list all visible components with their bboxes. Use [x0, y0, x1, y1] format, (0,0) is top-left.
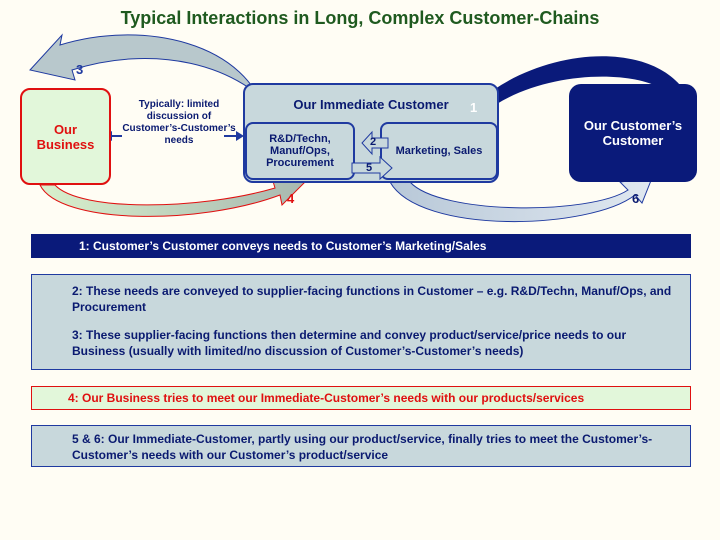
customers-customer-label: Our Customer’s Customer: [583, 118, 683, 148]
step-4-bar: 4: Our Business tries to meet our Immedi…: [31, 386, 691, 410]
step-3-text: 3: These supplier-facing functions then …: [72, 328, 627, 358]
arrow-1: [452, 56, 680, 130]
step-number-6: 6: [632, 191, 640, 206]
step-number-3: 3: [76, 62, 84, 77]
step-number-1: 1: [470, 100, 478, 115]
marketing-sales-node: Marketing, Sales: [380, 122, 498, 180]
limited-discussion-note: Typically: limited discussion of Custome…: [122, 99, 236, 146]
our-business-node: Our Business: [20, 88, 111, 185]
step-number-4: 4: [287, 191, 295, 206]
our-business-label: Our Business: [36, 121, 95, 152]
step-1-bar: 1: Customer’s Customer conveys needs to …: [31, 234, 691, 258]
step-number-5: 5: [366, 162, 373, 174]
diagram-title: Typical Interactions in Long, Complex Cu…: [120, 8, 600, 28]
immediate-customer-label: Our Immediate Customer: [293, 97, 449, 112]
arrow-2: [361, 130, 389, 156]
step-number-2: 2: [370, 136, 377, 148]
marketing-sales-label: Marketing, Sales: [395, 145, 483, 157]
arrow-5: [351, 155, 393, 181]
rd-functions-node: R&D/Techn, Manuf/Ops, Procurement: [245, 122, 355, 180]
customers-customer-node: Our Customer’s Customer: [569, 84, 697, 182]
steps-2-3-box: 2: These needs are conveyed to supplier-…: [31, 274, 691, 370]
step-5-6-box: 5 & 6: Our Immediate-Customer, partly us…: [31, 425, 691, 467]
step-2-text: 2: These needs are conveyed to supplier-…: [72, 284, 672, 314]
arrow-3: [29, 33, 285, 123]
rd-functions-label: R&D/Techn, Manuf/Ops, Procurement: [266, 133, 334, 169]
